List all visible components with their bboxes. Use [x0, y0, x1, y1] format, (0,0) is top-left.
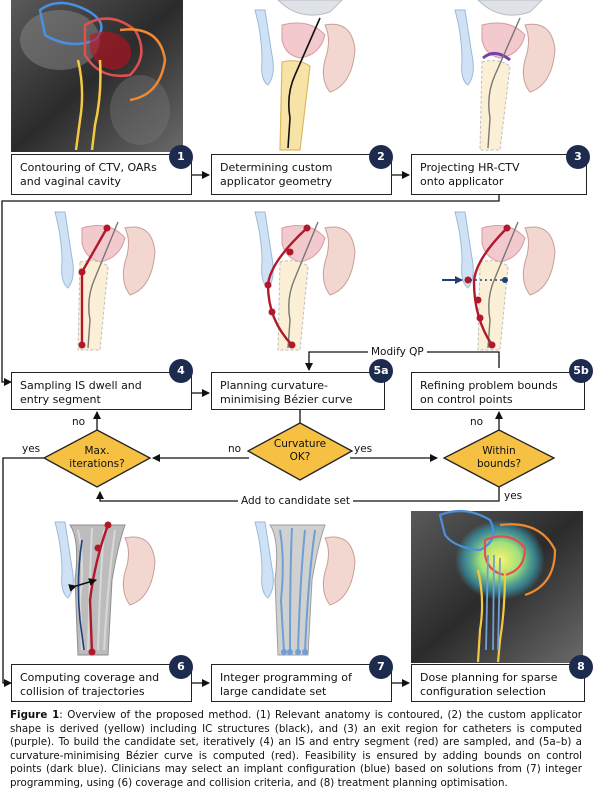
step-5b-badge: 5b [569, 359, 593, 383]
step-6-box: Computing coverage and collision of traj… [11, 664, 192, 702]
step-6-line1: Computing coverage and [20, 671, 160, 684]
step-3-line1: Projecting HR-CTV [420, 161, 520, 174]
step-2-box: Determining custom applicator geometry [211, 154, 392, 195]
max-iter-line1: Max. [84, 445, 110, 457]
step-3-line2: onto applicator [420, 175, 504, 188]
decision-curvature-ok [246, 422, 354, 481]
anatomy-sketch-2 [254, 0, 356, 151]
anatomy-sketch-6 [54, 521, 156, 656]
step-7-badge: 7 [369, 655, 393, 679]
dose-mri-image [411, 509, 583, 663]
step-4-line1: Sampling IS dwell and [20, 379, 142, 392]
curvature-line2: OK? [289, 451, 311, 463]
step-5a-line2: minimising Bézier curve [220, 393, 353, 406]
step-2-line1: Determining custom [220, 161, 333, 174]
step-7-line1: Integer programming of [220, 671, 352, 684]
step-2-badge: 2 [369, 145, 393, 169]
step-1-line2: and vaginal cavity [20, 175, 121, 188]
step-5a-box: Planning curvature- minimising Bézier cu… [211, 372, 385, 410]
step-1-box: Contouring of CTV, OARs and vaginal cavi… [11, 154, 192, 195]
step-1-badge: 1 [169, 145, 193, 169]
anatomy-sketch-3 [454, 0, 556, 151]
decision-within-bounds [442, 429, 556, 488]
label-modify-qp: Modify QP [368, 346, 427, 358]
anatomy-sketch-7 [254, 521, 356, 656]
label-yes-curvature: yes [354, 443, 373, 455]
label-yes-bounds: yes [504, 490, 523, 502]
decision-bounds-text: Within bounds? [454, 445, 544, 471]
step-6-line2: collision of trajectories [20, 685, 145, 698]
step-7-box: Integer programming of large candidate s… [211, 664, 392, 702]
step-8-line2: configuration selection [420, 685, 546, 698]
anatomy-sketch-5b [442, 211, 556, 351]
curvature-line1: Curvature [273, 438, 327, 450]
step-1-line1: Contouring of CTV, OARs [20, 161, 157, 174]
bounds-line2: bounds? [476, 458, 522, 470]
step-5a-badge: 5a [369, 359, 393, 383]
anatomy-sketch-5a [254, 211, 356, 351]
step-4-box: Sampling IS dwell and entry segment [11, 372, 192, 410]
anatomy-sketch-4 [54, 211, 156, 351]
step-7-line2: large candidate set [220, 685, 327, 698]
step-5a-line1: Planning curvature- [220, 379, 328, 392]
label-no-bounds: no [470, 416, 484, 428]
figure-caption: Figure 1: Overview of the proposed metho… [10, 709, 582, 791]
step-4-badge: 4 [169, 359, 193, 383]
label-yes-max-iter: yes [22, 443, 41, 455]
max-iter-line2: iterations? [69, 458, 125, 470]
decision-curvature-text: Curvature OK? [255, 438, 345, 464]
step-8-badge: 8 [569, 655, 593, 679]
step-3-badge: 3 [566, 145, 590, 169]
label-no-curvature: no [228, 443, 242, 455]
caption-text: : Overview of the proposed method. (1) R… [10, 709, 582, 789]
step-5b-line2: on control points [420, 393, 513, 406]
step-4-line2: entry segment [20, 393, 101, 406]
step-5b-box: Refining problem bounds on control point… [411, 372, 585, 410]
step-5b-line1: Refining problem bounds [420, 379, 558, 392]
decision-max-iterations-text: Max. iterations? [52, 445, 142, 471]
step-8-line1: Dose planning for sparse [420, 671, 558, 684]
decision-max-iterations [42, 429, 152, 488]
step-2-line2: applicator geometry [220, 175, 332, 188]
bounds-line1: Within [482, 445, 516, 457]
mri-image-contours [11, 0, 183, 152]
label-no-max-iter: no [72, 416, 86, 428]
label-add-to-candidate-set: Add to candidate set [238, 495, 354, 507]
step-6-badge: 6 [169, 655, 193, 679]
step-8-box: Dose planning for sparse configuration s… [411, 664, 585, 702]
caption-prefix: Figure 1 [10, 709, 60, 721]
step-3-box: Projecting HR-CTV onto applicator [411, 154, 587, 195]
